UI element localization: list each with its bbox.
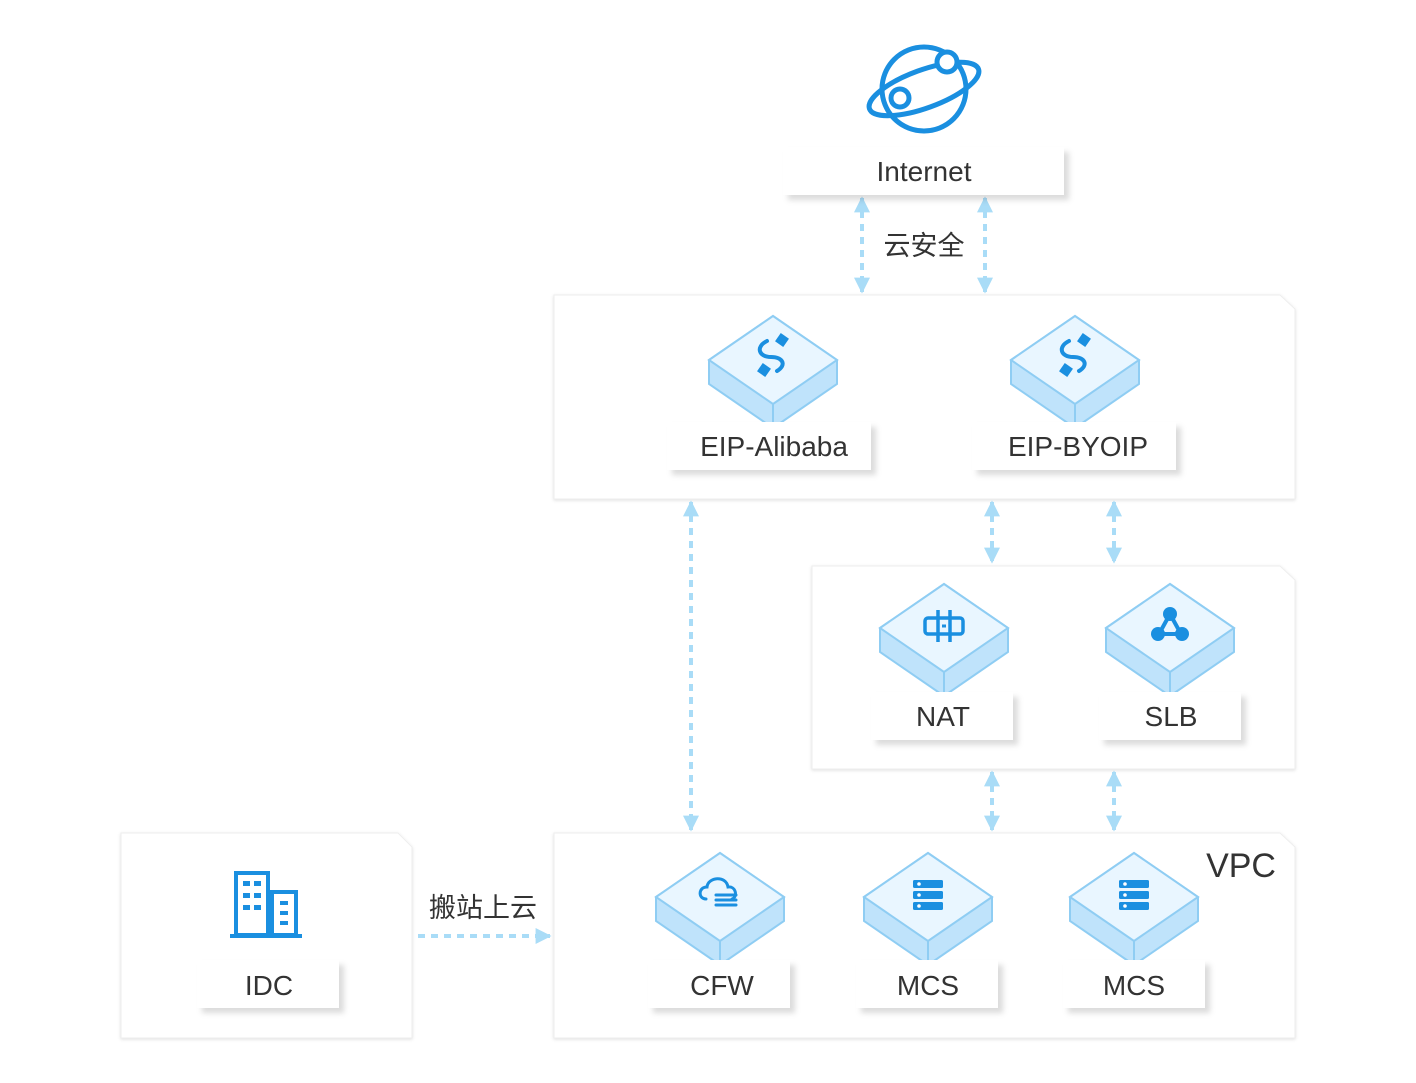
load-balancer-icon: [1151, 607, 1189, 641]
eip-alibaba-label-box: [667, 422, 871, 470]
eip-byoip-node: [1010, 315, 1140, 429]
migration-label: 搬站上云: [429, 893, 537, 924]
internet-label: Internet: [877, 156, 972, 187]
eip-alibaba-node: [708, 315, 838, 429]
nat-gateway-icon: [923, 610, 965, 642]
vpc-label: VPC: [1206, 847, 1276, 885]
mcs-label: MCS: [1103, 970, 1165, 1001]
eip-byoip-label-box: [972, 422, 1176, 470]
eip-byoip-label: EIP-BYOIP: [1008, 431, 1148, 462]
cfw-label: CFW: [690, 970, 754, 1001]
nat-node: [879, 583, 1009, 697]
mcs-label-box: [1063, 960, 1205, 1008]
cloud-security-label: 云安全: [884, 231, 965, 262]
mcs-node: [863, 852, 993, 966]
cfw-label-box: [648, 960, 790, 1008]
cloud-firewall-icon: [698, 877, 738, 907]
mcs-node: [1069, 852, 1199, 966]
building-icon: [230, 871, 302, 938]
nat-label-box: [871, 692, 1013, 740]
mcs-label-box: [856, 960, 998, 1008]
mcs-label: MCS: [897, 970, 959, 1001]
server-stack-icon: [1119, 880, 1149, 910]
globe-orbit-icon: [866, 44, 982, 134]
idc-label: IDC: [245, 970, 293, 1001]
connector-icon: [757, 333, 789, 377]
slb-label: SLB: [1145, 701, 1198, 732]
cfw-node: [655, 852, 785, 966]
idc-label-box: [197, 960, 339, 1008]
slb-node: [1105, 583, 1235, 697]
connector-icon: [1059, 333, 1091, 377]
nat-label: NAT: [916, 701, 970, 732]
eip-group-panel: [553, 294, 1296, 500]
internet-label-box: [783, 147, 1064, 195]
eip-alibaba-label: EIP-Alibaba: [700, 431, 848, 462]
server-stack-icon: [913, 880, 943, 910]
slb-label-box: [1099, 692, 1241, 740]
